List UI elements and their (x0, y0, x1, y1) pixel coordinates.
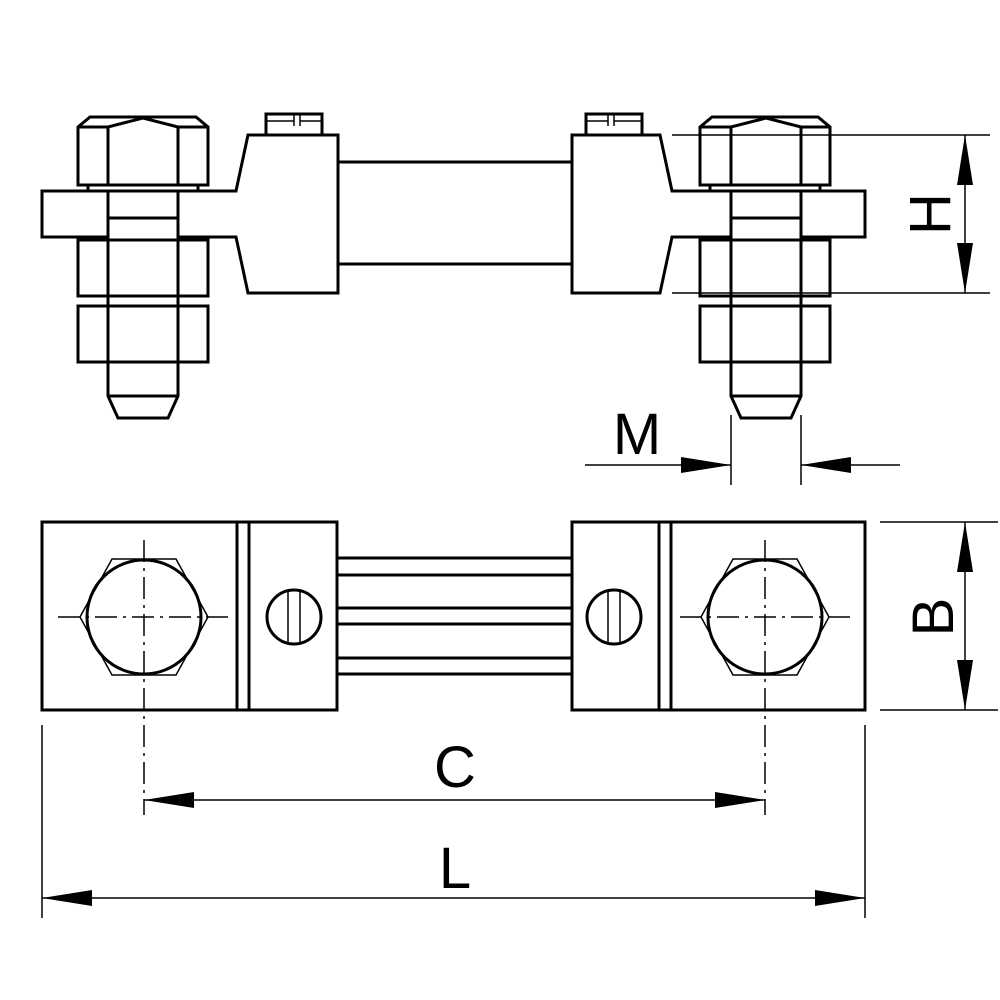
right-bolt-assembly (698, 115, 832, 420)
right-screw-head (585, 588, 643, 646)
left-lower-nut-1 (76, 238, 210, 298)
dim-l-arrow-right (815, 890, 865, 906)
dim-l-arrow-left (42, 890, 92, 906)
dim-label-c: C (434, 735, 476, 800)
side-view: H M (40, 112, 990, 485)
dim-h-arrow-top (957, 135, 973, 185)
dim-b-arrow-bottom (957, 660, 973, 710)
dimension-c: C (144, 735, 765, 808)
right-terminal-top (570, 520, 867, 815)
dim-h-arrow-bottom (957, 243, 973, 293)
resistor-strips (333, 556, 577, 676)
dim-label-l: L (439, 836, 471, 901)
left-screw-head (265, 588, 323, 646)
dim-b-arrow-top (957, 522, 973, 572)
dim-label-m: M (613, 402, 661, 467)
dim-c-arrow-left (144, 792, 194, 808)
dimension-m: M (585, 402, 900, 485)
dimension-h: H (672, 134, 990, 294)
right-washer (708, 183, 822, 193)
resistor-body (333, 160, 577, 266)
right-lower-nut-1 (698, 238, 832, 298)
top-view: B C L (40, 520, 998, 918)
left-washer (86, 183, 200, 193)
left-terminal-top (40, 520, 339, 815)
left-lower-nut-2 (76, 304, 210, 364)
dim-c-arrow-right (715, 792, 765, 808)
dim-m-arrow-right (801, 457, 851, 473)
right-terminal-block (570, 112, 867, 295)
dimension-l: L (41, 725, 866, 918)
left-bolt-assembly (76, 115, 210, 420)
right-lower-nut-2 (698, 304, 832, 364)
dim-label-h: H (898, 193, 963, 235)
dim-m-arrow-left (681, 457, 731, 473)
dim-label-b: B (901, 598, 966, 637)
dimension-b: B (880, 521, 998, 711)
